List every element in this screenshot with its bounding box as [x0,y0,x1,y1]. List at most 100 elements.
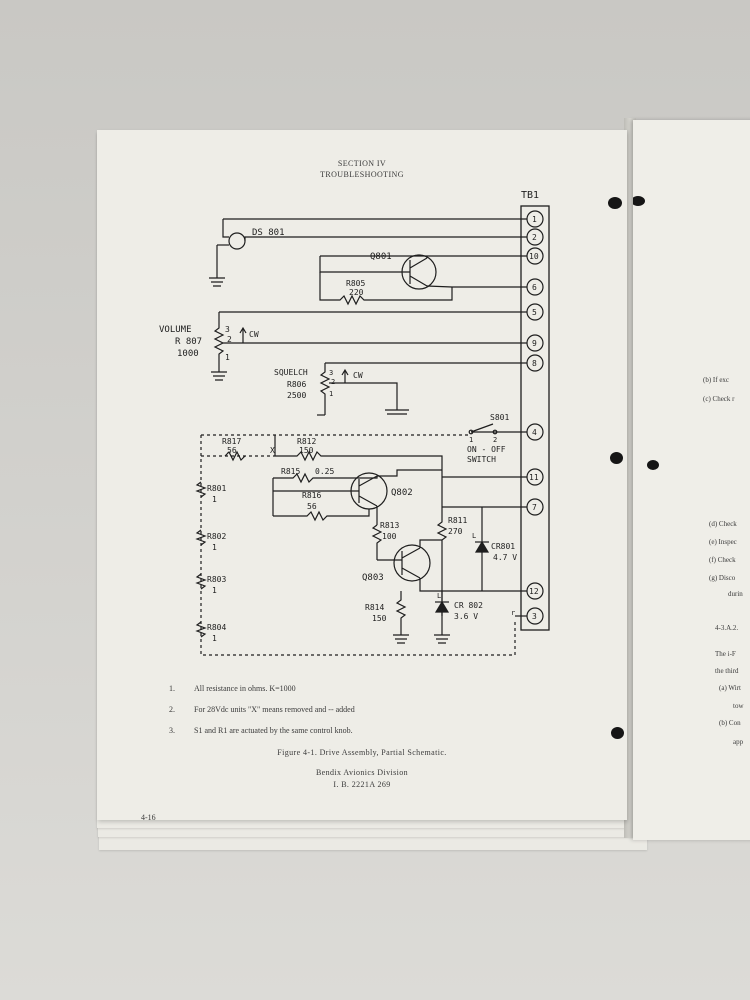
subsection-heading: TROUBLESHOOTING [320,170,404,179]
cr801-label: CR801 [491,542,515,551]
svg-text:9: 9 [532,339,537,348]
facing-page: (b) If exc (c) Check r (d) Check (e) Ins… [633,120,750,840]
r-mark: r [511,609,515,617]
svg-text:1: 1 [532,215,537,224]
terminal-4: 4 [526,423,544,441]
r806-pin2: 2 [331,378,335,386]
r812-label: R812 [297,437,316,446]
ds801-lamp: DS 801 [209,218,527,287]
terminal-6: 6 [526,278,544,296]
facing-line: (c) Check r [703,395,735,403]
facing-line: The i-F [715,650,736,658]
svg-text:3: 3 [532,612,537,621]
r806-value: 2500 [287,391,306,400]
q803-label: Q803 [362,573,384,583]
cr801-l-mark: L [472,532,476,540]
dashed-resistor-chain [200,434,516,656]
facing-line: (b) Con [719,719,741,727]
svg-text:11: 11 [529,473,539,482]
r807-volume-pot: VOLUME R 807 1000 3 2 1 CW [159,312,527,381]
s801-pin1: 1 [469,436,473,444]
schematic-diagram: TB1 1 2 10 6 5 9 8 4 11 7 12 3 DS 801 [159,190,550,656]
squelch-label: SQUELCH [274,368,308,377]
r805-label: R805 [346,279,365,288]
volume-label: VOLUME [159,325,192,335]
punch-hole [610,452,623,464]
division-name: Bendix Avionics Division [315,768,409,777]
facing-line: (a) Wirt [719,684,741,692]
r815-label: R815 [281,467,300,476]
svg-text:7: 7 [532,503,537,512]
r816-value: 56 [307,502,317,511]
r815-value: 0.25 [315,467,334,476]
terminal-2: 2 [526,228,544,246]
document-page: SECTION IV TROUBLESHOOTING TB1 1 2 10 6 … [97,130,627,822]
facing-line: (e) Inspec [709,538,737,546]
r811-label: R811 [448,516,467,525]
r812-value: 150 [299,446,314,455]
cr801-value: 4.7 V [493,553,517,562]
r804-value: 1 [212,634,217,643]
svg-text:8: 8 [532,359,537,368]
terminal-7: 7 [526,498,544,516]
x-mark: X [270,446,275,455]
facing-line: durin [728,590,743,598]
r807-pin3: 3 [225,325,230,334]
facing-line: 4-3.A.2. [715,624,739,632]
punch-hole [633,196,645,206]
note-2-num: 2. [169,705,175,714]
document-number: I. B. 2221A 269 [333,780,391,789]
terminal-1: 1 [526,210,544,228]
r803-label: R803 [207,575,226,584]
section-heading: SECTION IV [337,159,387,168]
svg-text:5: 5 [532,308,537,317]
svg-text:6: 6 [532,283,537,292]
r811-value: 270 [448,527,463,536]
r813-resistor: R813 100 [371,521,399,560]
note-3-num: 3. [169,726,175,735]
facing-line: app [733,738,744,746]
terminal-3: 3 [526,607,544,625]
terminal-5: 5 [526,303,544,321]
r814-label: R814 [365,603,384,612]
r811-resistor: R811 270 [436,507,467,616]
facing-line: (b) If exc [703,376,730,384]
punch-hole [608,197,622,209]
terminal-9: 9 [526,334,544,352]
r802-label: R802 [207,532,226,541]
note-3-text: S1 and R1 are actuated by the same contr… [194,726,353,735]
q802-transistor: Q802 R815 0.25 R816 56 [272,467,442,525]
r814-resistor: R814 150 [365,591,409,644]
svg-text:4: 4 [532,428,537,437]
cr801-zener: CR801 4.7 V L [472,507,517,591]
r801-value: 1 [212,495,217,504]
terminal-block [520,205,550,631]
facing-line: (d) Check [709,520,737,528]
r805-value: 220 [349,288,364,297]
r807-value: 1000 [177,349,199,359]
cr802-label: CR 802 [454,601,483,610]
r816-label: R816 [302,491,321,500]
terminal-12: 12 [526,582,544,600]
r807-label: R 807 [175,337,202,347]
ds801-label: DS 801 [252,228,285,238]
r807-cw: CW [249,330,259,339]
tb1-label: TB1 [521,190,539,201]
facing-line: (g) Disco [709,574,736,582]
cr802-value: 3.6 V [454,612,478,621]
note-1-num: 1. [169,684,175,693]
onoff-label: ON - OFF [467,445,506,454]
q801-transistor: Q801 R805 220 [319,252,527,306]
r817-label: R817 [222,437,241,446]
r806-label: R806 [287,380,306,389]
terminal-10: 10 [526,247,544,265]
page-number: 4-16 [141,813,156,822]
s801-pin2: 2 [493,436,497,444]
r806-cw: CW [353,371,363,380]
r806-pin1: 1 [329,390,333,398]
punch-hole [611,727,624,739]
punch-hole [647,460,659,470]
r802-value: 1 [212,543,217,552]
r806-squelch-pot: SQUELCH R806 2500 3 2 1 CW [274,362,527,416]
q801-label: Q801 [370,252,392,262]
